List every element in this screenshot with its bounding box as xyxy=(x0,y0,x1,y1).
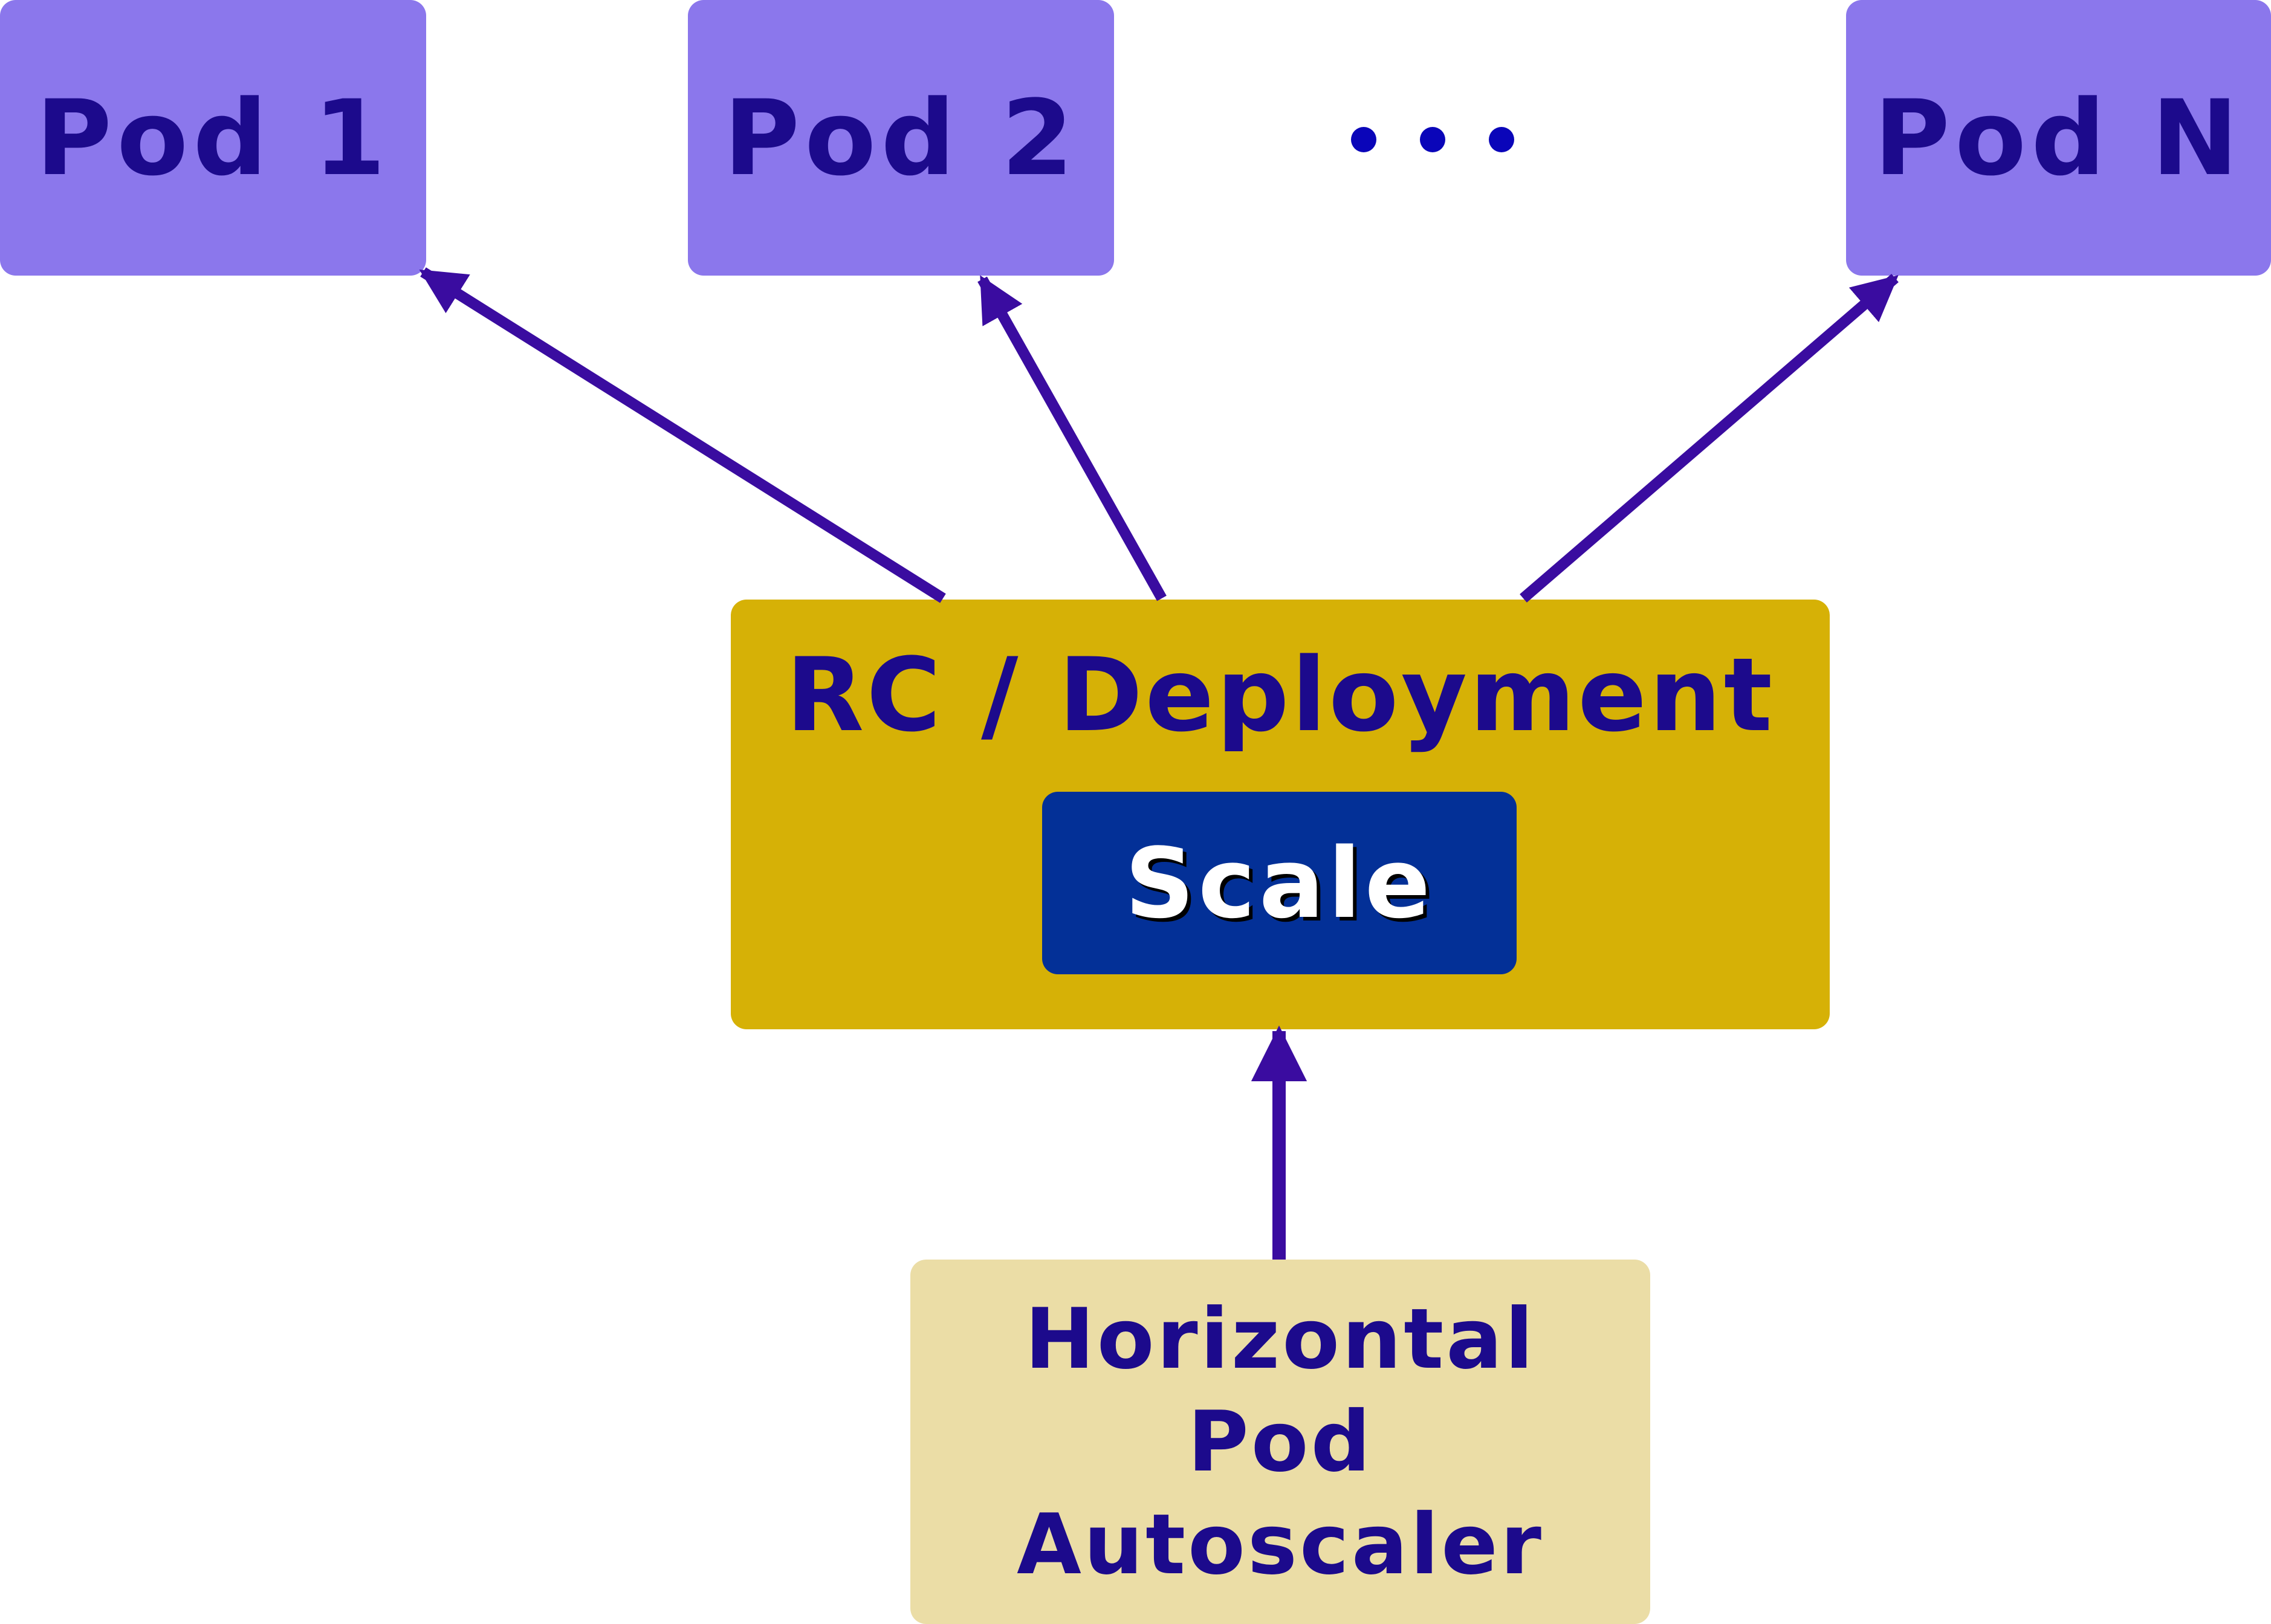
scale-box: Scale xyxy=(1042,792,1517,974)
arrow-to-pod-n xyxy=(1520,274,1899,603)
autoscaler-box: Horizontal Pod Autoscaler xyxy=(910,1260,1650,1624)
autoscaler-line: Autoscaler xyxy=(1017,1495,1544,1593)
arrow-to-pod-1 xyxy=(419,267,946,603)
pod-n-label: Pod N xyxy=(1873,77,2244,199)
ellipsis-dot xyxy=(1420,127,1445,152)
autoscaler-line: Horizontal xyxy=(1025,1290,1536,1388)
pod-2-label: Pod 2 xyxy=(724,77,1078,199)
deployment-box: RC / Deployment Scale xyxy=(731,600,1830,1029)
deployment-title: RC / Deployment xyxy=(785,636,1775,754)
pod-n-box: Pod N xyxy=(1846,0,2271,276)
arrow-to-pod-2 xyxy=(977,275,1167,601)
ellipsis-dot xyxy=(1489,127,1514,152)
pod-2-box: Pod 2 xyxy=(688,0,1114,276)
autoscaler-line: Pod xyxy=(1187,1393,1373,1490)
ellipsis xyxy=(1351,127,1514,152)
pod-1-box: Pod 1 xyxy=(0,0,426,276)
pod-1-label: Pod 1 xyxy=(36,77,390,199)
scale-label: Scale xyxy=(1124,826,1434,940)
ellipsis-dot xyxy=(1351,127,1376,152)
